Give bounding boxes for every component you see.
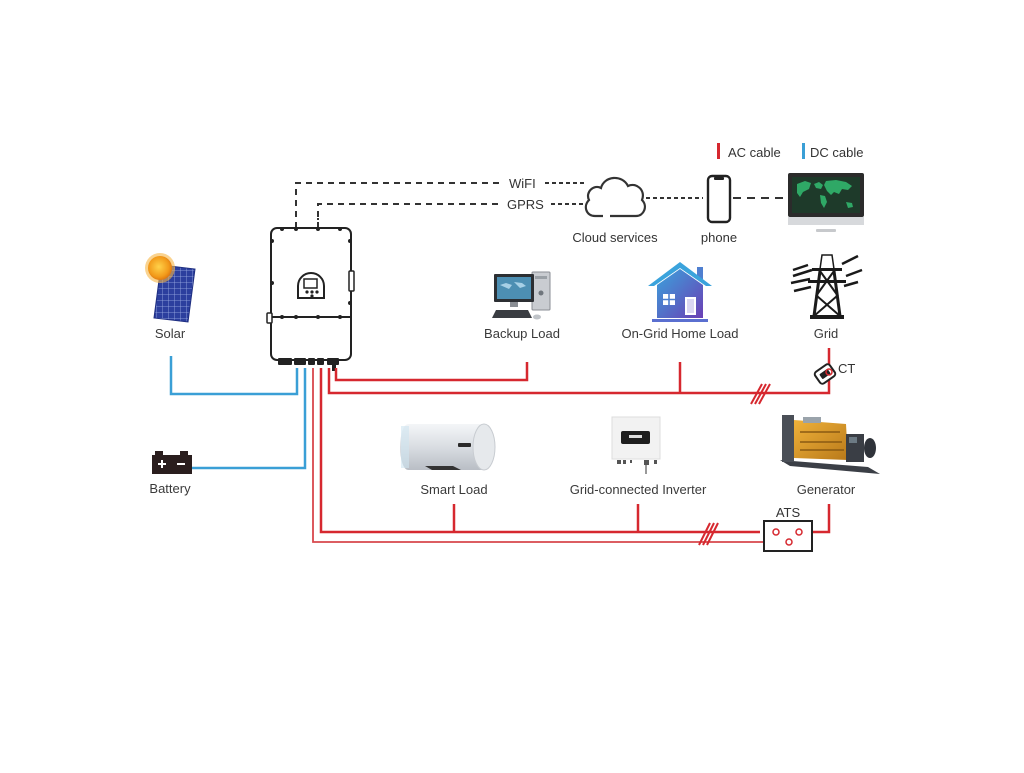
dc-cable-label: DC cable	[810, 145, 863, 160]
hybrid-inverter-icon	[266, 227, 355, 371]
cable-break-mark-lower	[698, 522, 719, 546]
grid-connected-inverter-icon	[611, 416, 661, 474]
monitor-icon	[788, 173, 864, 232]
backup-load-ac-cable	[334, 362, 529, 382]
ac-cable-label: AC cable	[728, 145, 781, 160]
ats-switch-icon	[763, 520, 813, 552]
ac-cable-swatch	[717, 143, 720, 159]
battery-label: Battery	[149, 481, 191, 496]
ac-cables-lower	[312, 368, 831, 546]
dc-cables	[169, 356, 307, 470]
wifi-label: WiFI	[509, 176, 536, 191]
backup-load-label: Backup Load	[484, 326, 560, 341]
battery-dc-cable	[192, 368, 307, 470]
gprs-link	[317, 203, 502, 228]
cloud-services-label: Cloud services	[572, 230, 658, 245]
cable-break-mark-upper	[750, 383, 771, 405]
battery-icon	[152, 451, 192, 474]
cloud-icon	[584, 176, 646, 218]
solar-dc-cable	[169, 356, 299, 396]
ct-sensor-icon	[813, 363, 837, 385]
ats-output-cable	[312, 368, 786, 543]
grid-label: Grid	[814, 326, 839, 341]
backup-load-computer-icon	[492, 271, 551, 320]
sun-icon	[145, 253, 175, 283]
communication-links	[295, 182, 790, 228]
smart-load-water-heater-icon	[400, 423, 496, 471]
wifi-link	[295, 182, 500, 228]
grid-tower-icon	[790, 254, 863, 319]
ct-label: CT	[838, 361, 855, 376]
phone-label: phone	[701, 230, 737, 245]
grid-ac-cable	[327, 348, 831, 395]
generator-label: Generator	[797, 482, 856, 497]
smart-load-bus-cable	[319, 368, 760, 534]
grid-connected-inverter-label: Grid-connected Inverter	[570, 482, 707, 497]
ats-label: ATS	[776, 505, 801, 520]
generator-icon	[780, 415, 880, 474]
dc-cable-swatch	[802, 143, 805, 159]
ac-cables-upper	[327, 348, 831, 405]
legend: AC cable DC cable	[717, 143, 863, 160]
home-load-house-icon	[648, 262, 712, 322]
gprs-label: GPRS	[507, 197, 544, 212]
smart-load-label: Smart Load	[420, 482, 487, 497]
solar-label: Solar	[155, 326, 186, 341]
phone-icon	[706, 174, 732, 224]
solar-panel-icon	[145, 253, 196, 323]
home-load-label: On-Grid Home Load	[621, 326, 738, 341]
